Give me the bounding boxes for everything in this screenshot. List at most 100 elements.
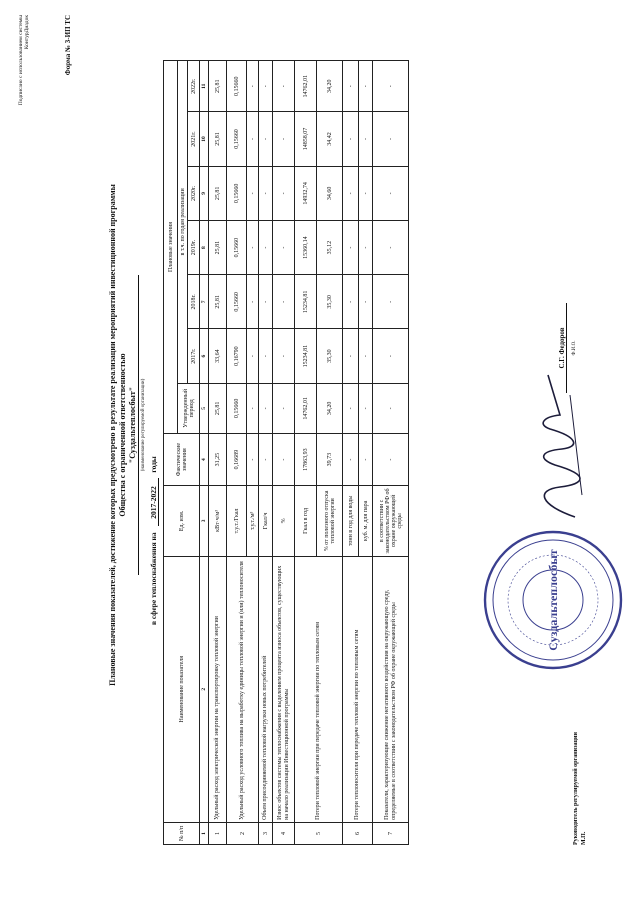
indicator-name: Износ объектов системы теплоснабжения с … <box>272 556 295 823</box>
value-cell: - <box>258 433 273 486</box>
value-cell: - <box>372 220 409 275</box>
value-cell: 14762,01 <box>294 60 317 112</box>
value-cell: - <box>358 328 373 384</box>
signature-service-note: Подписано с использованием системы Конту… <box>18 15 30 106</box>
row-number: 7 <box>372 822 409 845</box>
value-cell: - <box>272 220 295 275</box>
row-number: 6 <box>342 822 373 845</box>
value-cell: - <box>258 274 273 329</box>
value-cell: - <box>246 328 259 384</box>
value-cell: - <box>342 383 359 434</box>
value-cell: - <box>358 220 373 275</box>
value-cell: 0,15660 <box>226 60 247 112</box>
row-number: 4 <box>272 822 295 845</box>
header-planned: Плановые значения <box>163 60 178 434</box>
value-cell: - <box>342 60 359 112</box>
value-cell: - <box>272 166 295 221</box>
value-cell: 17863,93 <box>294 433 317 486</box>
value-cell: - <box>358 166 373 221</box>
value-cell: 31,25 <box>208 433 227 486</box>
value-cell: - <box>258 166 273 221</box>
value-cell: 25,81 <box>208 383 227 434</box>
column-number: 7 <box>199 274 209 329</box>
value-cell: - <box>246 166 259 221</box>
value-cell: 34,20 <box>316 60 343 112</box>
header-unit: Ед. изм. <box>163 485 200 557</box>
value-cell: - <box>358 274 373 329</box>
indicator-name: Удельный расход электрической энергии на… <box>208 556 227 823</box>
value-cell: 34,20 <box>316 383 343 434</box>
header-actual: Фактические значения <box>163 433 200 486</box>
unit-cell: % <box>272 485 295 557</box>
value-cell: 35,30 <box>316 328 343 384</box>
value-cell: - <box>358 383 373 434</box>
value-cell: 25,81 <box>208 274 227 329</box>
value-cell: 14762,01 <box>294 383 317 434</box>
row-number: 3 <box>258 822 273 845</box>
value-cell: - <box>342 328 359 384</box>
value-cell: - <box>372 166 409 221</box>
value-cell: 0,15660 <box>226 111 247 167</box>
header-year: 2018г. <box>187 274 200 329</box>
value-cell: - <box>372 433 409 486</box>
column-number: 8 <box>199 220 209 275</box>
value-cell: - <box>342 111 359 167</box>
value-cell: 14932,74 <box>294 166 317 221</box>
value-cell: 15234,81 <box>294 328 317 384</box>
value-cell: - <box>272 433 295 486</box>
head-title-label: Руководитель регулируемой организации <box>573 732 579 845</box>
header-year: 2020г. <box>187 166 200 221</box>
value-cell: - <box>372 111 409 167</box>
column-number: 6 <box>199 328 209 384</box>
value-cell: - <box>258 60 273 112</box>
signer-note: Ф.И.О. <box>572 340 577 356</box>
unit-cell: в соответствии с законодательством РФ об… <box>372 485 409 557</box>
header-year: 2019г. <box>187 220 200 275</box>
value-cell: 34,60 <box>316 166 343 221</box>
value-cell: - <box>372 328 409 384</box>
value-cell: 34,42 <box>316 111 343 167</box>
period-suffix: годы <box>149 456 158 473</box>
value-cell: - <box>258 328 273 384</box>
value-cell: 0,16689 <box>226 433 247 486</box>
organization-name: "Суздальтеплосбыт" <box>128 275 139 575</box>
indicator-name: Потери тепловой энергии при передаче теп… <box>294 556 343 823</box>
value-cell: 25,81 <box>208 166 227 221</box>
row-number: 2 <box>226 822 259 845</box>
form-label: Форма № 3-ИП ТС <box>64 15 72 76</box>
value-cell: - <box>342 220 359 275</box>
value-cell: 0,16790 <box>226 328 247 384</box>
organization-note: (наименование регулируемой организации) <box>141 378 146 472</box>
value-cell: - <box>358 433 373 486</box>
header-incl-years: в т.ч. по годам реализации <box>177 60 188 384</box>
indicator-name: Потери теплоносителя при передаче теплов… <box>342 556 373 823</box>
value-cell: - <box>358 111 373 167</box>
value-cell: - <box>246 111 259 167</box>
value-cell: - <box>258 111 273 167</box>
value-cell: - <box>246 60 259 112</box>
organization-stamp: Суздальтеплосбыт <box>483 530 623 670</box>
header-year: 2022г. <box>187 60 200 112</box>
signer-name: С.Г. Федоров <box>558 303 567 393</box>
value-cell: - <box>342 166 359 221</box>
indicators-table: № п/п Наименование показателя Ед. изм. Ф… <box>163 60 409 845</box>
column-number: 5 <box>199 383 209 434</box>
value-cell: 25,81 <box>208 60 227 112</box>
column-number: 10 <box>199 111 209 167</box>
value-cell: - <box>272 328 295 384</box>
mp-label: М.П. <box>580 831 587 845</box>
value-cell: - <box>342 433 359 486</box>
value-cell: 25,81 <box>208 220 227 275</box>
value-cell: - <box>342 274 359 329</box>
value-cell: 39,73 <box>316 433 343 486</box>
indicator-name: Удельный расход условного топлива на выр… <box>226 556 259 823</box>
stamp-center-text: Суздальтеплосбыт <box>546 549 560 650</box>
value-cell: - <box>372 383 409 434</box>
unit-cell: кВт·ч/м³ <box>208 485 227 557</box>
unit-cell: Гкал/ч <box>258 485 273 557</box>
period-prefix: в сфере теплоснабжения на <box>149 532 158 625</box>
